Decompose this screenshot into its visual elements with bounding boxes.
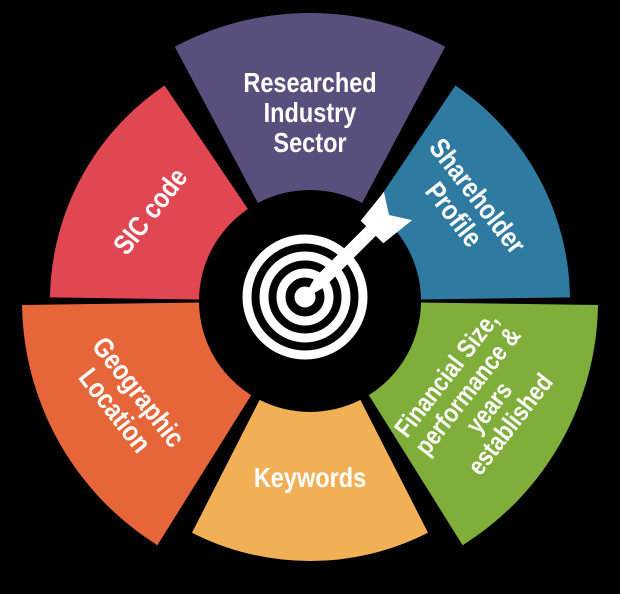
segment-financial-size-performance-years-established xyxy=(368,302,598,546)
target-rings-icon xyxy=(242,234,368,360)
segment-label-keywords: Keywords xyxy=(254,463,366,493)
segment-shareholder-profile xyxy=(372,85,570,300)
target-bullseye-dart-icon xyxy=(203,191,413,405)
segments-layer xyxy=(22,12,598,562)
dart-arrow-icon xyxy=(302,191,413,300)
segment-geographic-location xyxy=(22,302,252,546)
segment-researched-industry-sector xyxy=(174,12,446,203)
dart-fletching xyxy=(360,191,413,244)
segment-sic-code xyxy=(50,85,248,300)
dart-shaft xyxy=(302,218,384,300)
segment-keywords xyxy=(192,399,428,562)
